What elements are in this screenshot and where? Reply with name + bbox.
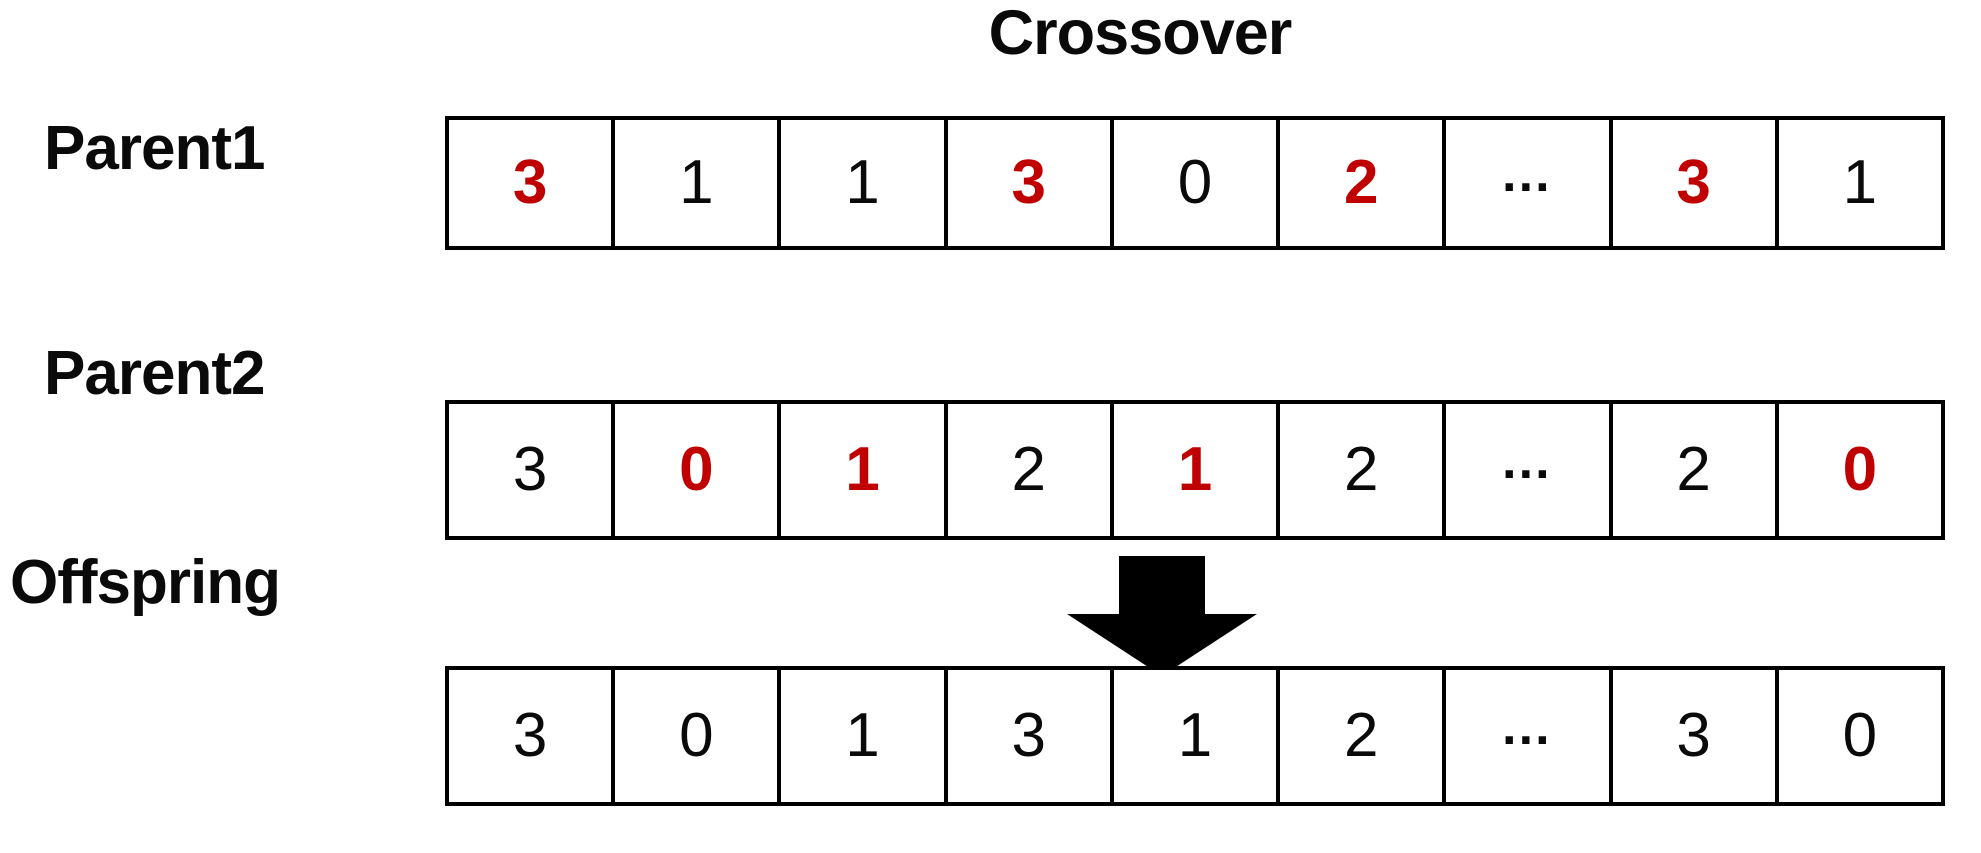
row-label-offspring: Offspring [10, 548, 281, 617]
gene-cell: 2 [1612, 404, 1779, 536]
down-arrow-icon [1067, 556, 1257, 676]
gene-cell: 0 [1113, 120, 1281, 246]
down-arrow-glyph [1067, 556, 1257, 676]
gene-cell: … [1446, 120, 1613, 246]
row-label-parent2: Parent2 [44, 339, 265, 408]
gene-cell: 2 [1280, 404, 1447, 536]
gene-cell: 1 [1113, 670, 1281, 802]
row-label-parent1: Parent1 [44, 114, 265, 183]
gene-cell: … [1446, 404, 1613, 536]
gene-cell: 1 [1778, 120, 1941, 246]
gene-cell: 1 [781, 670, 948, 802]
gene-cell: 3 [449, 120, 616, 246]
gene-cell: 1 [781, 120, 948, 246]
gene-cell: 1 [615, 120, 782, 246]
gene-cell: 2 [1280, 120, 1447, 246]
gene-cell: 1 [1113, 404, 1281, 536]
gene-cell: … [1446, 670, 1613, 802]
gene-cell: 3 [947, 120, 1114, 246]
gene-cell: 3 [947, 670, 1114, 802]
page-title: Crossover [988, 0, 1293, 68]
gene-cell: 0 [615, 670, 782, 802]
gene-cell: 0 [1778, 670, 1941, 802]
gene-cell: 0 [1778, 404, 1941, 536]
gene-cell: 2 [1280, 670, 1447, 802]
gene-cell: 3 [1612, 120, 1779, 246]
gene-cell: 3 [449, 670, 616, 802]
gene-cell: 1 [781, 404, 948, 536]
gene-cell: 0 [615, 404, 782, 536]
gene-cell: 3 [1612, 670, 1779, 802]
gene-cell: 3 [449, 404, 616, 536]
gene-cell: 2 [947, 404, 1114, 536]
